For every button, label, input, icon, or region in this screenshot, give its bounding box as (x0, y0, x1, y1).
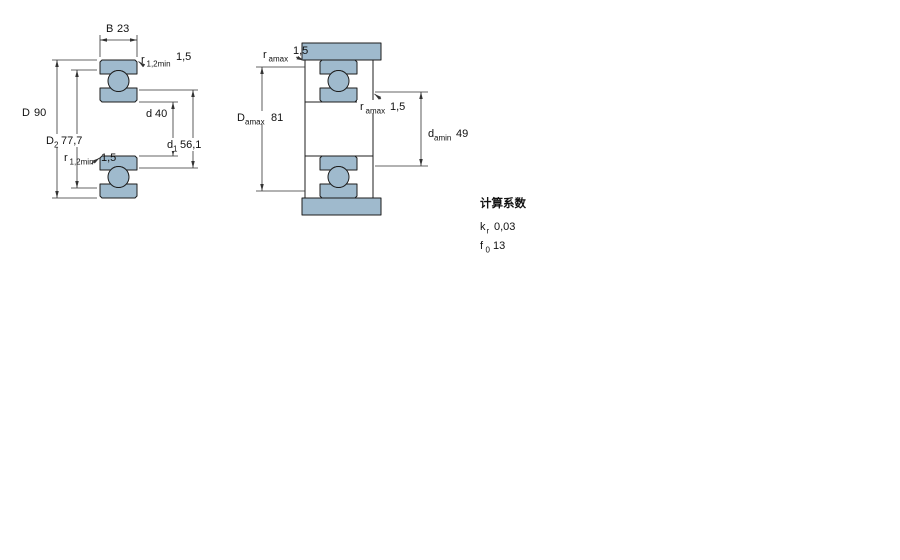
factor-kr-letter: k (480, 221, 486, 233)
factor-f0: f 0 13 (480, 240, 505, 255)
dimension-d: d 40 (139, 101, 178, 157)
factor-kr-value: 0,03 (494, 221, 515, 233)
dim-r12min-bottom-value: 1,5 (101, 152, 116, 164)
dimension-B: B 23 (99, 23, 138, 57)
housing-section-top (301, 42, 382, 61)
dim-damin-letter: d (428, 128, 434, 140)
bearing-cross-section-bottom (319, 155, 358, 199)
dim-d1-letter: d (167, 139, 173, 151)
dim-ramax-mid-letter: r (360, 101, 364, 113)
dim-r12min-bottom-sub: 1,2min (70, 158, 94, 167)
dimension-D: D 90 (22, 59, 97, 199)
dim-r12min-top-sub: 1,2min (147, 60, 171, 69)
dim-d1-value: 56,1 (180, 139, 201, 151)
label-mask (235, 111, 287, 124)
dim-D2-value: 77,7 (61, 135, 82, 147)
dim-D2-sub: 2 (54, 141, 59, 150)
dimension-d1: d 1 56,1 (139, 89, 207, 169)
dimension-ramax-top: r amax 1,5 (263, 45, 308, 64)
right-view-abutment-section: r amax 1,5 D amax 81 r amax 1,5 d (235, 42, 468, 216)
dim-ramax-top-value: 1,5 (293, 45, 308, 57)
bearing-cross-section-top (99, 59, 138, 103)
calculation-factors-title: 计算系数 (480, 196, 526, 210)
factor-f0-sub: 0 (486, 246, 491, 255)
dim-Damax-letter: D (237, 112, 245, 124)
dim-d1-sub: 1 (173, 145, 178, 154)
dim-D-letter: D (22, 107, 30, 119)
dimension-D2: D 2 77,7 (44, 69, 97, 189)
label-mask (357, 100, 409, 113)
dimension-ramax-mid: r amax 1,5 (357, 93, 409, 116)
dim-D2-letter: D (46, 135, 54, 147)
dim-d-letter: d (146, 108, 152, 120)
dim-damin-value: 49 (456, 128, 468, 140)
calculation-factors: 计算系数 k r 0,03 f 0 13 (480, 196, 526, 255)
dimension-damin: d amin 49 (375, 91, 468, 167)
dim-Damax-sub: amax (245, 118, 265, 127)
factor-kr: k r 0,03 (480, 221, 515, 236)
dimension-Damax: D amax 81 (235, 66, 305, 192)
dim-Damax-value: 81 (271, 112, 283, 124)
label-mask (44, 134, 86, 147)
bearing-cross-section-top (319, 59, 358, 103)
housing-section-bottom (301, 197, 382, 216)
left-view-bearing-section: B 23 r 1,2min 1,5 D 90 D 2 77,7 (22, 23, 207, 199)
dim-ramax-top-letter: r (263, 49, 267, 61)
label-mask (165, 138, 207, 151)
factor-kr-sub: r (487, 227, 490, 236)
dim-r12min-top-letter: r (141, 54, 145, 66)
factor-f0-value: 13 (493, 240, 505, 252)
dim-r12min-top-value: 1,5 (176, 51, 191, 63)
dim-ramax-mid-sub: amax (366, 107, 386, 116)
dim-ramax-mid-value: 1,5 (390, 101, 405, 113)
dim-d-value: 40 (155, 108, 167, 120)
factor-f0-letter: f (480, 240, 484, 252)
dim-damin-sub: amin (434, 134, 451, 143)
dim-r12min-bottom-letter: r (64, 152, 68, 164)
dim-B-value: 23 (117, 23, 129, 35)
dimension-r12min-bottom: r 1,2min 1,5 (64, 152, 116, 167)
dim-ramax-top-sub: amax (269, 55, 289, 64)
dim-D-value: 90 (34, 107, 46, 119)
dimension-r12min-top: r 1,2min 1,5 (138, 51, 191, 69)
dim-B-letter: B (106, 23, 113, 35)
